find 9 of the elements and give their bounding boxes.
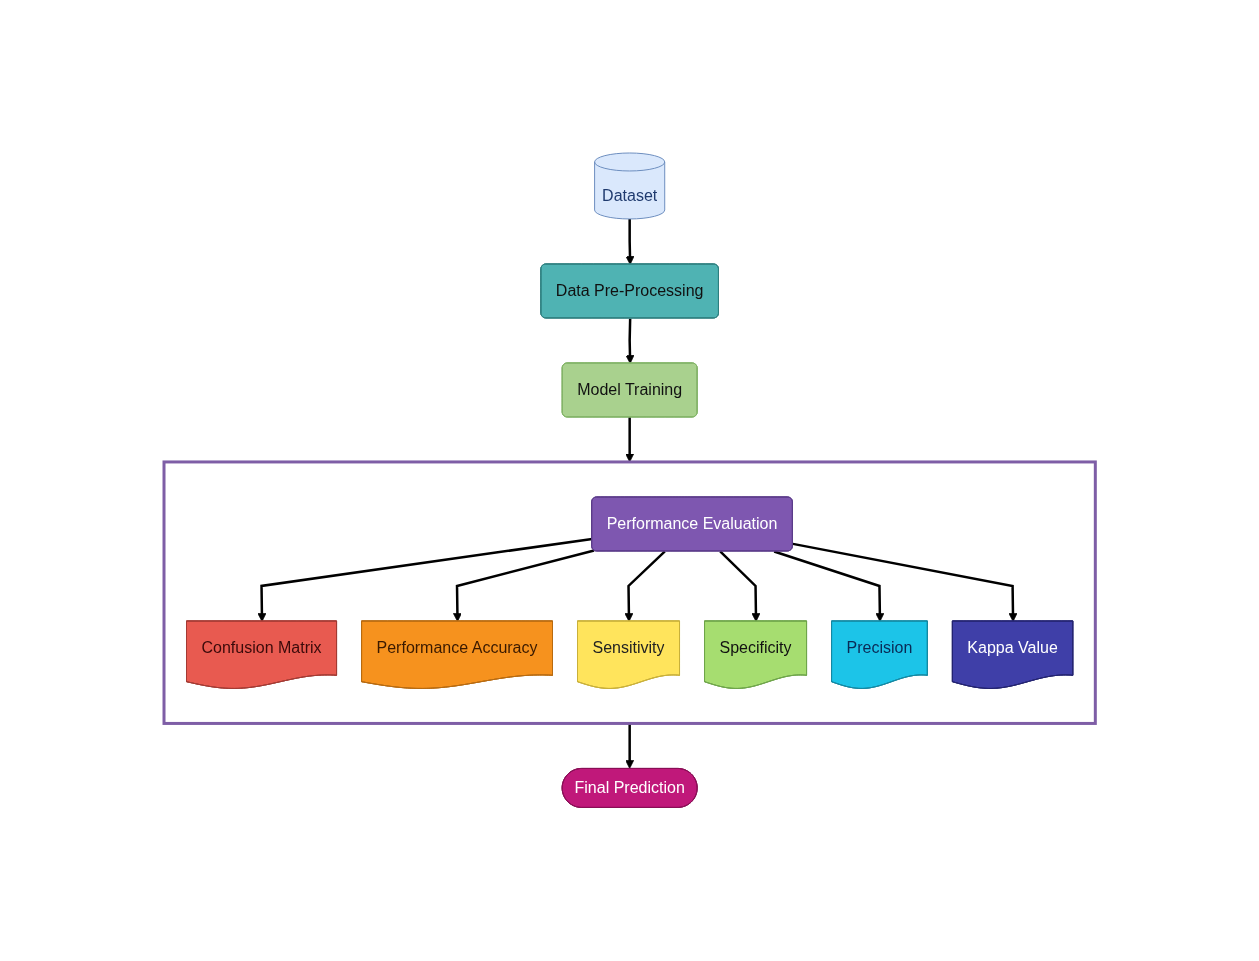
arrow [625, 318, 635, 365]
cluster [162, 460, 1097, 726]
arrow [625, 723, 634, 770]
arrow [792, 542, 1018, 623]
arrow [452, 549, 595, 623]
arrow [257, 537, 593, 623]
arrow [625, 219, 635, 266]
arrow [625, 417, 634, 463]
arrow [773, 550, 885, 623]
